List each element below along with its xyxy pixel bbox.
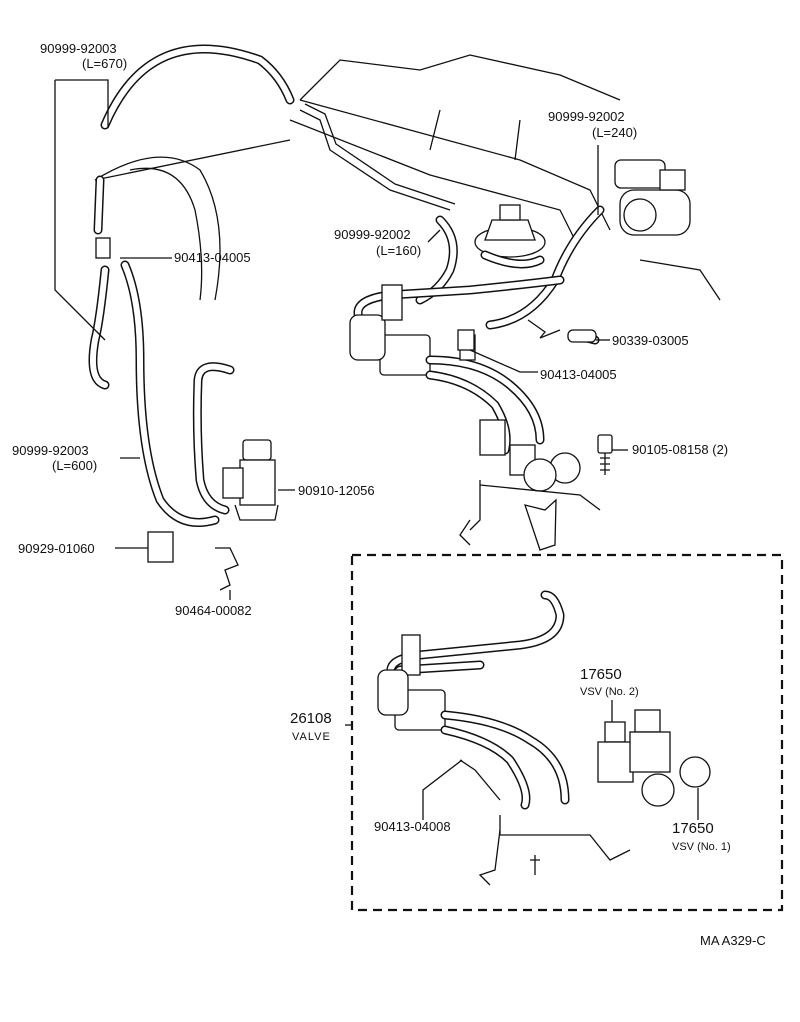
label-hose-l160-length: (L=160): [376, 243, 422, 258]
label-vsv-no1-name: VSV (No. 1): [672, 841, 731, 853]
label-clip-90464: 90464-00082: [175, 603, 252, 618]
label-hose-l160-part: 90999-92002: [334, 227, 411, 242]
label-clip-90929: 90929-01060: [18, 541, 95, 556]
valve-assembly-top: [349, 275, 601, 546]
label-clamp-upper-left: 90413-04005: [174, 250, 251, 265]
throttle-body: [614, 159, 691, 236]
vsv-left: [222, 439, 279, 521]
detail-frame: [350, 553, 784, 912]
label-vsv-no2-name: VSV (No. 2): [580, 686, 639, 698]
label-clamp-center: 90413-04005: [540, 367, 617, 382]
label-pipe-90339: 90339-03005: [612, 333, 689, 348]
leader-lines: [54, 79, 699, 820]
label-valve-number: 26108: [290, 710, 332, 727]
diaphragm-canister: [474, 204, 546, 258]
label-clamp-detail: 90413-04008: [374, 819, 451, 834]
label-hose-l600-length: (L=600): [52, 458, 98, 473]
detail-vsvs: [597, 709, 711, 807]
label-vsv-90910: 90910-12056: [298, 483, 375, 498]
label-hose-l670-part: 90999-92003: [40, 41, 117, 56]
label-hose-l670-length: (L=670): [82, 56, 128, 71]
label-hose-l240-length: (L=240): [592, 125, 638, 140]
label-bolt-90105: 90105-08158 (2): [632, 442, 729, 457]
pointer-arrow: [524, 498, 557, 551]
label-vsv-no2-number: 17650: [580, 666, 622, 683]
label-vsv-no1-number: 17650: [672, 820, 714, 837]
label-valve-name: VALVE: [292, 731, 331, 743]
figure-code: MA A329-C: [700, 933, 766, 948]
label-hose-l600-part: 90999-92003: [12, 443, 89, 458]
label-hose-l240-part: 90999-92002: [548, 109, 625, 124]
detail-valve-assembly: [377, 590, 631, 886]
small-parts: [95, 237, 613, 591]
